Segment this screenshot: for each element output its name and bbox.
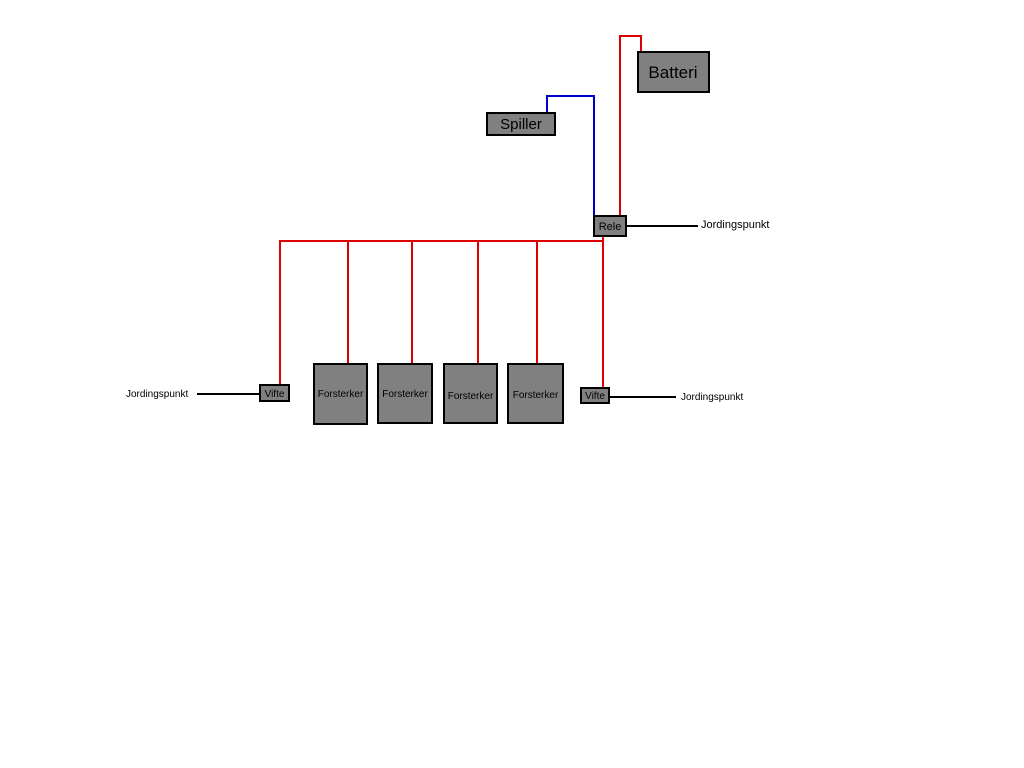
fan-right-box: Vifte (580, 387, 610, 404)
battery-box: Batteri (637, 51, 710, 93)
fan-left-label: Vifte (265, 389, 285, 400)
player-box: Spiller (486, 112, 556, 136)
relay-box: Rele (593, 215, 627, 237)
fan-left-box: Vifte (259, 384, 290, 402)
battery-label: Batteri (648, 63, 697, 82)
amplifier-label-2: Forsterker (382, 389, 428, 400)
ground-label-relay: Jordingspunkt (701, 219, 770, 231)
player-label: Spiller (500, 116, 542, 133)
wire-battery-to-relay (619, 35, 642, 216)
ground-label-fan-right: Jordingspunkt (681, 392, 743, 403)
ground-label-fan-left: Jordingspunkt (126, 389, 188, 400)
amplifier-label-3: Forsterker (448, 391, 494, 402)
wire-main-bus (279, 240, 603, 386)
amplifier-label-4: Forsterker (513, 390, 559, 401)
fan-right-label: Vifte (585, 391, 605, 402)
amplifier-box-4: Forsterker (507, 363, 564, 424)
amplifier-label-1: Forsterker (318, 389, 364, 400)
amplifier-box-2: Forsterker (377, 363, 433, 424)
amplifier-box-3: Forsterker (443, 363, 498, 424)
amplifier-box-1: Forsterker (313, 363, 368, 425)
relay-label: Rele (599, 221, 622, 233)
power-wires (279, 35, 642, 388)
